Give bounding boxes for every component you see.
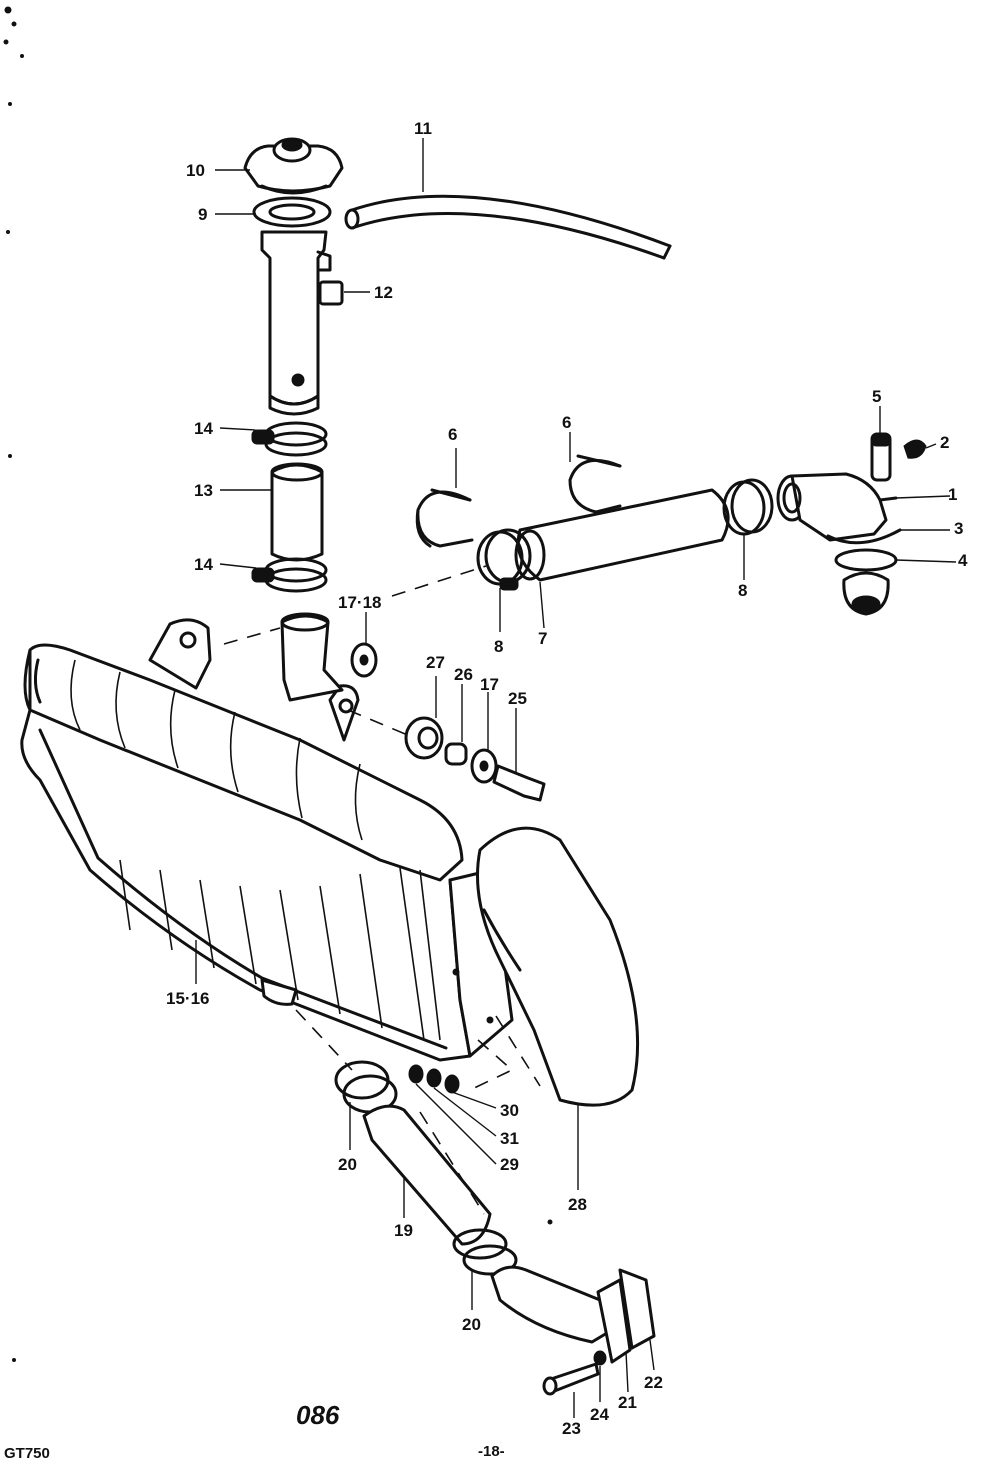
callout-22: 22: [644, 1373, 663, 1392]
callout-7: 7: [538, 629, 548, 648]
plug-2: [903, 439, 927, 459]
collar-26: [444, 742, 468, 766]
bolt-5: [870, 432, 892, 482]
callout-31: 31: [500, 1129, 519, 1148]
callout-20-upper: 20: [338, 1155, 357, 1174]
callout-24: 24: [590, 1405, 609, 1424]
hose-clamp-20-lower: [452, 1228, 518, 1276]
bolt-23: [542, 1362, 600, 1396]
callout-12: 12: [374, 283, 393, 302]
callout-8-left: 8: [494, 637, 504, 656]
hose-clamp-8-right: [722, 478, 774, 536]
assembly-line-cover: [495, 1015, 541, 1087]
hose-clamp-8-left: [476, 528, 532, 591]
callout-8-right: 8: [738, 581, 748, 600]
hose-clamp-14-lower: [251, 557, 328, 593]
callout-4: 4: [958, 551, 968, 570]
callout-15-16: 15·16: [166, 989, 210, 1008]
assembly-line-drain: [469, 1039, 514, 1091]
callout-17-18: 17·18: [338, 593, 382, 612]
washer-17-18: [350, 642, 378, 678]
assembly-line-pipe-to-neck: [223, 627, 281, 645]
washer-17: [470, 748, 498, 784]
gasket-3: [826, 528, 902, 545]
assembly-line-pipe-to-hose: [391, 565, 487, 597]
thermostat-case-1: [776, 472, 898, 542]
callout-14-lower: 14: [194, 555, 213, 574]
callout-5: 5: [872, 387, 882, 406]
bolt-25: [492, 764, 546, 802]
holder-6-right: [568, 454, 622, 514]
callout-20-lower: 20: [462, 1315, 481, 1334]
lower-hose-19: [362, 1104, 492, 1246]
clip-12: [318, 280, 344, 306]
callout-6-right: 6: [562, 413, 572, 432]
callout-23: 23: [562, 1419, 581, 1438]
callout-28: 28: [568, 1195, 587, 1214]
callout-11: 11: [414, 119, 432, 138]
callout-10: 10: [186, 161, 205, 180]
upper-hose-7: [514, 488, 730, 582]
callout-2: 2: [940, 433, 950, 452]
callout-27: 27: [426, 653, 445, 672]
cushion-27: [404, 716, 444, 760]
callout-1: 1: [948, 485, 958, 504]
callout-29: 29: [500, 1155, 519, 1174]
callout-13: 13: [194, 481, 213, 500]
radiator-15-16: [20, 612, 514, 1062]
callout-21: 21: [618, 1393, 637, 1412]
assembly-line-holder: [419, 1111, 485, 1215]
model-code: GT750: [4, 1445, 50, 1462]
filler-hose-13: [270, 462, 324, 562]
figure-code: 086: [296, 1400, 340, 1430]
callout-17: 17: [480, 675, 499, 694]
callout-30: 30: [500, 1101, 519, 1120]
drain-parts-29-31: [408, 1064, 460, 1094]
overflow-tube-11: [344, 194, 672, 260]
hose-clamp-20-upper: [334, 1060, 398, 1114]
assembly-line-lower-hose: [295, 1009, 353, 1071]
outlet-pipe: [490, 1265, 614, 1344]
radiator-cover-28: [476, 826, 640, 1107]
callout-9: 9: [198, 205, 208, 224]
holder-6-left: [415, 488, 474, 548]
hose-clamp-14-upper: [251, 421, 328, 457]
callout-25: 25: [508, 689, 527, 708]
callout-19: 19: [394, 1221, 413, 1240]
assembly-line-bolt: [347, 709, 411, 737]
page-number: -18-: [478, 1443, 505, 1460]
callout-26: 26: [454, 665, 473, 684]
flange-21-22: [596, 1268, 656, 1364]
leader-lines: [195, 138, 957, 1418]
cap-seal-9: [252, 196, 332, 228]
washer-24: [593, 1350, 607, 1366]
callout-6-left: 6: [448, 425, 458, 444]
scan-specks: [3, 6, 553, 1362]
callout-3: 3: [954, 519, 964, 538]
thermostat-4: [834, 548, 898, 616]
filler-neck-pipe: [260, 230, 332, 416]
radiator-cap-10: [243, 137, 344, 195]
callout-14-upper: 14: [194, 419, 213, 438]
